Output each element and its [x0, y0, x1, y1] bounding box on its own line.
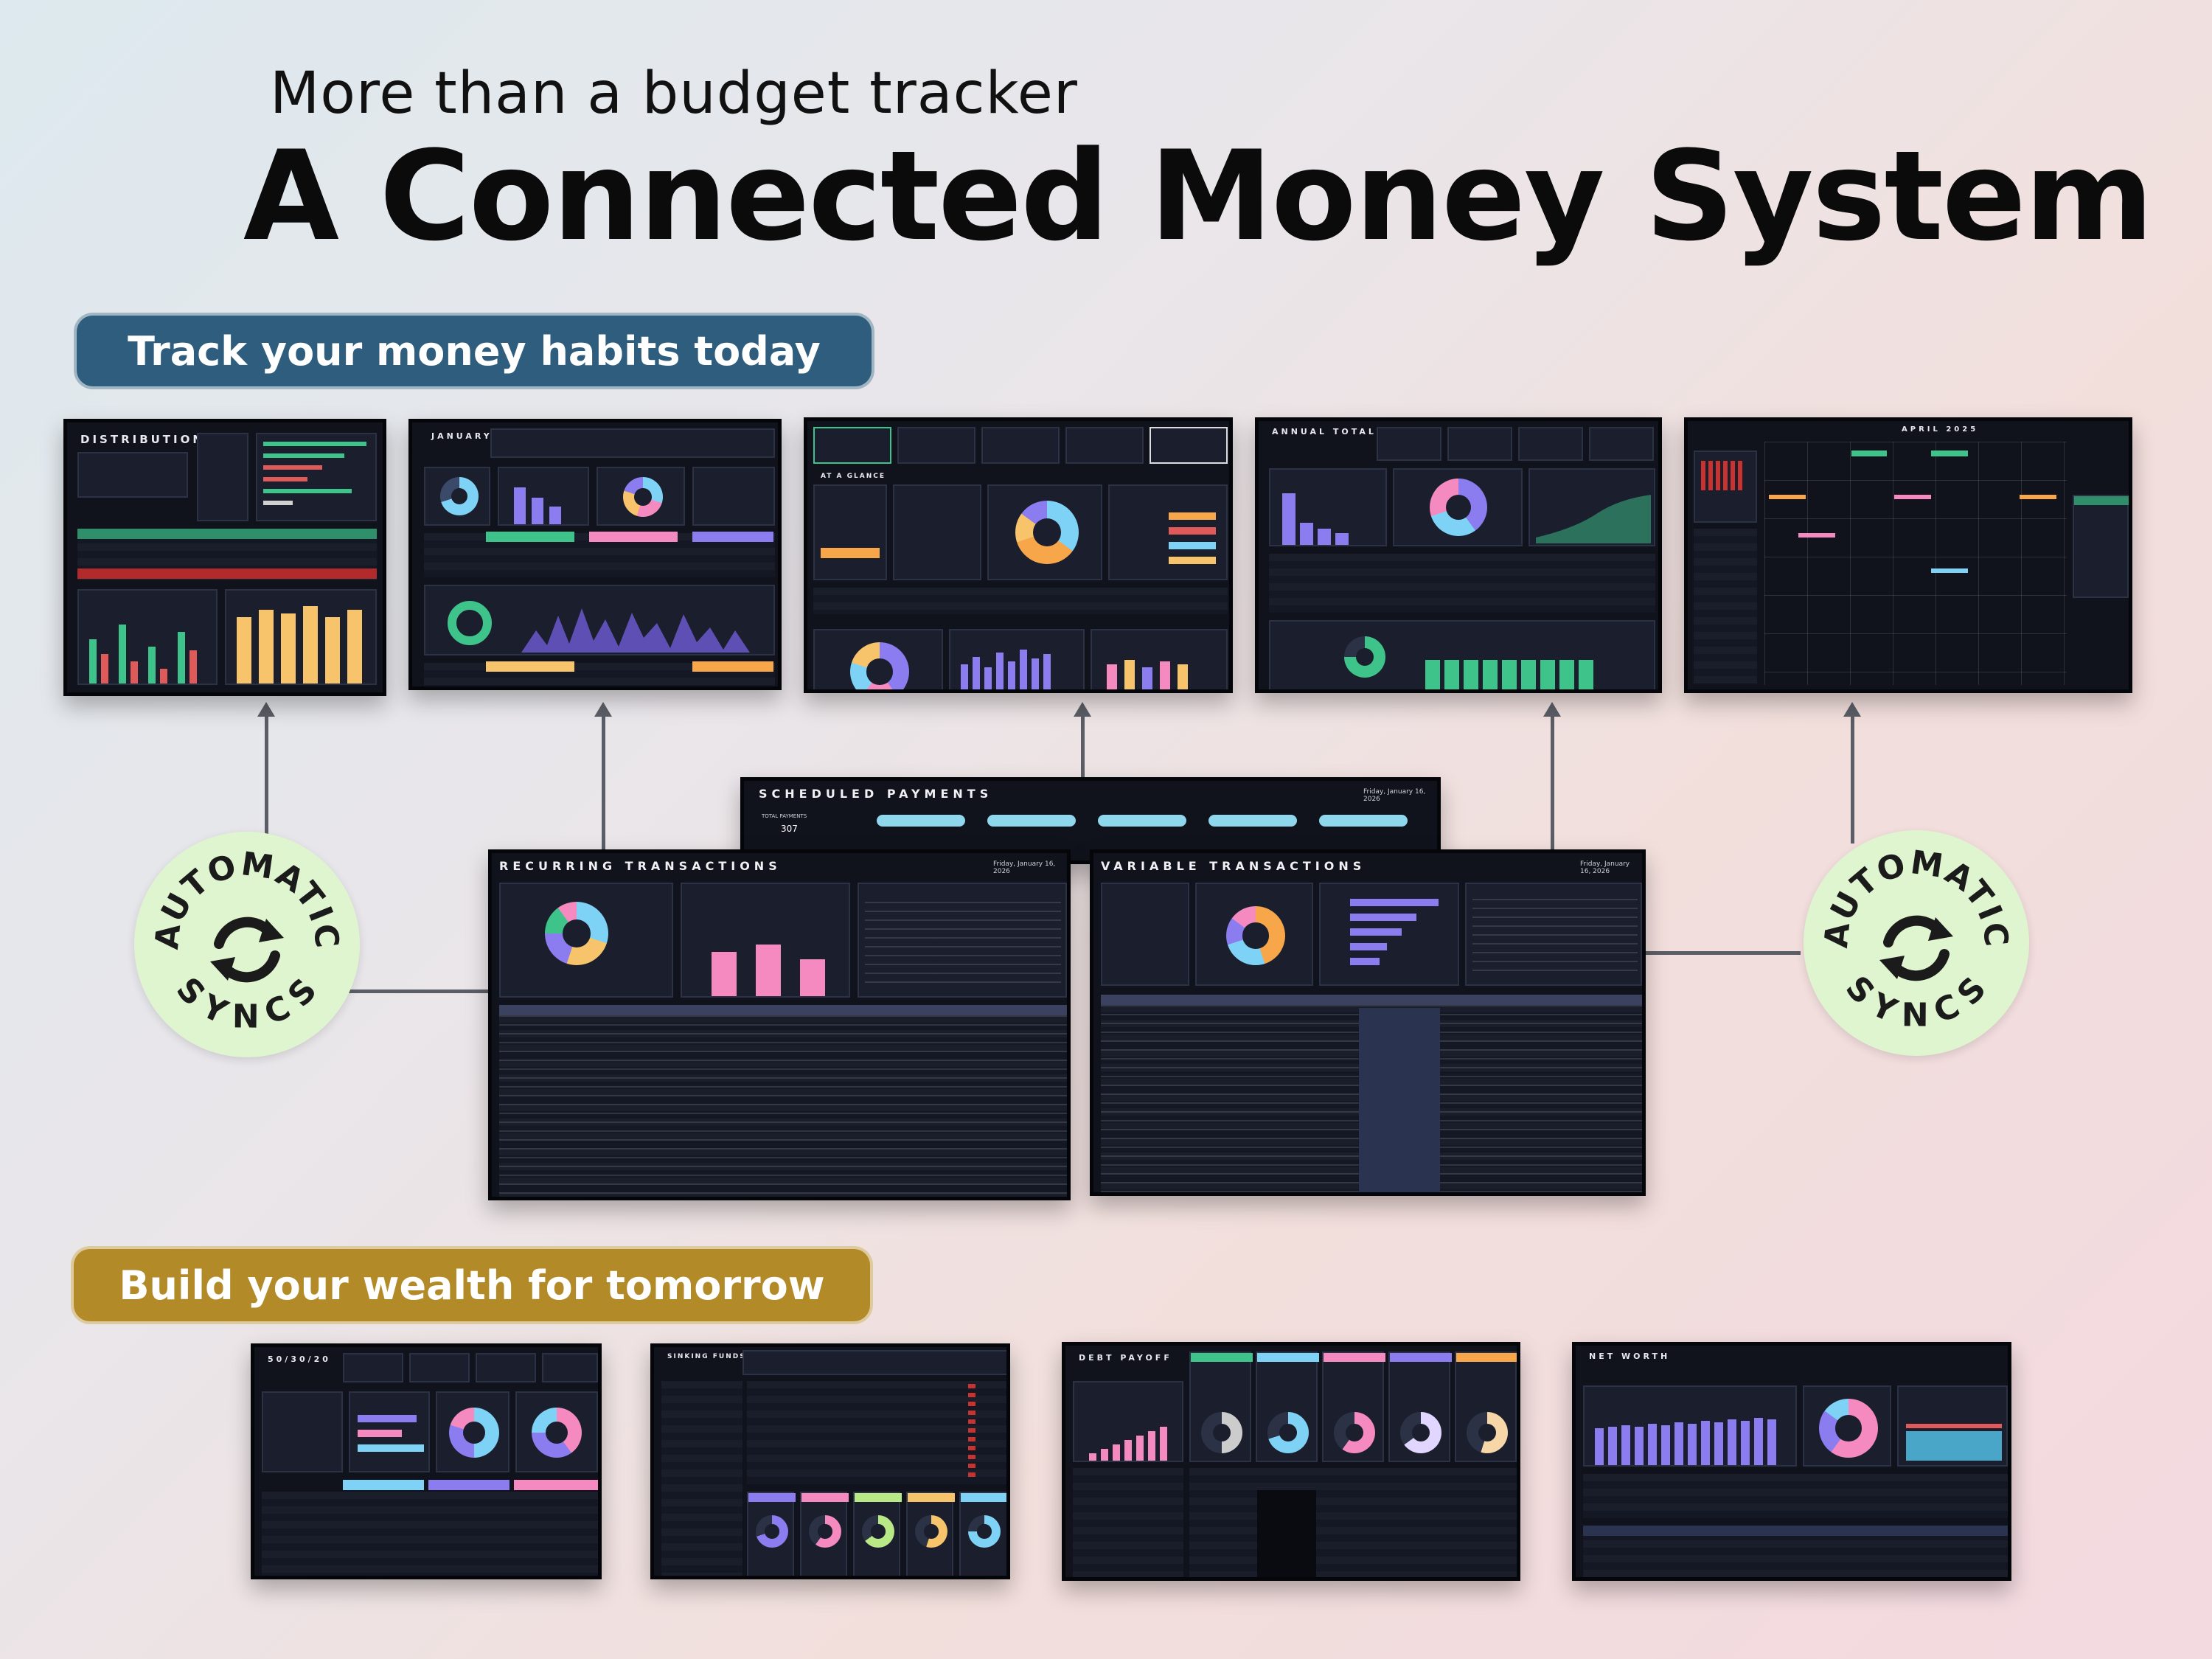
- section-build-pill: Build your wealth for tomorrow: [71, 1246, 873, 1324]
- connector-line: [265, 712, 268, 844]
- panel-50-30-20: 50/30/20: [251, 1343, 602, 1579]
- panel-title: 50/30/20: [268, 1354, 331, 1364]
- panel-net-worth: NET WORTH: [1572, 1342, 2011, 1581]
- connector-line: [1646, 951, 1801, 955]
- connector-line: [1851, 712, 1854, 844]
- badge-top-text: AUTOMATIC: [148, 845, 344, 951]
- arrow-up-icon: [1543, 702, 1561, 717]
- panel-title: VARIABLE TRANSACTIONS: [1101, 859, 1366, 873]
- section-track-pill: Track your money habits today: [74, 313, 874, 389]
- panel-title: SCHEDULED PAYMENTS: [759, 787, 993, 801]
- panel-at-a-glance: AT A GLANCE: [804, 417, 1233, 693]
- date-label: Friday, January 16, 2026: [993, 860, 1056, 875]
- arrow-up-icon: [1843, 702, 1861, 717]
- connector-line: [1551, 712, 1554, 854]
- panel-variable-transactions: VARIABLE TRANSACTIONS Friday, January 16…: [1090, 849, 1646, 1196]
- sync-arrows-icon: [210, 917, 284, 983]
- panel-debt-payoff: DEBT PAYOFF: [1062, 1342, 1520, 1581]
- headline-subtitle: More than a budget tracker: [270, 60, 1078, 127]
- connector-line: [1081, 712, 1085, 786]
- arrow-up-icon: [257, 702, 275, 717]
- total-value: 307: [781, 824, 798, 834]
- arrow-up-icon: [1074, 702, 1091, 717]
- automatic-syncs-badge-right: AUTOMATIC SYNCS: [1804, 830, 2029, 1056]
- panel-title: DEBT PAYOFF: [1079, 1353, 1172, 1363]
- connector-line: [602, 712, 605, 854]
- panel-title: JANUARY: [431, 431, 493, 441]
- panel-distribution: DISTRIBUTION: [63, 419, 386, 696]
- panel-title: DISTRIBUTION: [80, 433, 205, 446]
- panel-january: JANUARY: [408, 419, 782, 690]
- panel-title: APRIL 2025: [1902, 425, 1979, 434]
- total-label: TOTAL PAYMENTS: [762, 813, 807, 819]
- panel-title: RECURRING TRANSACTIONS: [499, 859, 782, 873]
- svg-text:AUTOMATIC: AUTOMATIC: [1818, 844, 2015, 950]
- headline-title: A Connected Money System: [243, 124, 2154, 268]
- automatic-syncs-badge-left: AUTOMATIC SYNCS: [134, 832, 360, 1057]
- panel-recurring-transactions: RECURRING TRANSACTIONS Friday, January 1…: [488, 849, 1071, 1200]
- sync-arrows-icon: [1879, 915, 1953, 981]
- panel-title: ANNUAL TOTALS: [1272, 427, 1385, 437]
- panel-title: AT A GLANCE: [821, 473, 886, 480]
- date-label: Friday, January 16, 2026: [1580, 860, 1630, 875]
- panel-title: NET WORTH: [1589, 1352, 1671, 1361]
- badge-top-text: AUTOMATIC: [1818, 844, 2014, 950]
- date-label: Friday, January 16, 2026: [1363, 788, 1426, 803]
- panel-title: SINKING FUNDS: [667, 1353, 746, 1360]
- panel-calendar: APRIL 2025: [1684, 417, 2132, 693]
- svg-text:AUTOMATIC: AUTOMATIC: [148, 845, 346, 951]
- panel-annual-totals: ANNUAL TOTALS: [1255, 417, 1662, 693]
- panel-sinking-funds: SINKING FUNDS: [650, 1343, 1010, 1579]
- connector-line: [347, 990, 491, 993]
- arrow-up-icon: [594, 702, 612, 717]
